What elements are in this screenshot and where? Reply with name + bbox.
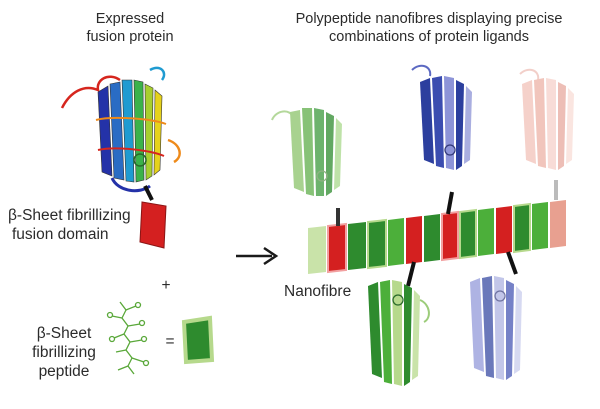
peptide-block-icon [181, 315, 215, 365]
peptide-icon [106, 301, 150, 375]
expressed-line-2: fusion protein [86, 29, 174, 45]
equals-sign: = [165, 333, 175, 350]
green-protein-bottom-icon [368, 280, 430, 386]
display-line-1: Polypeptide nanofibres displaying precis… [295, 11, 563, 27]
linker-line [446, 191, 454, 215]
fusion-domain-line-2: fusion domain [12, 226, 109, 243]
peptide-line-2: fibrillizing [32, 344, 96, 361]
peptide-line-1: β-Sheet [36, 325, 92, 342]
green-protein-icon [271, 108, 342, 196]
blue-protein-bottom-icon [470, 276, 522, 380]
plus-sign: + [161, 277, 171, 294]
linker-line [406, 261, 416, 287]
pink-protein-icon [519, 68, 574, 170]
peptide-line-3: peptide [38, 363, 90, 380]
nanofibre-display-heading: Polypeptide nanofibres displaying precis… [264, 10, 594, 46]
fusion-domain-label: β-Sheet fibrillizing fusion domain [8, 206, 178, 244]
linker-line [143, 185, 154, 201]
fusion-domain-icon [139, 201, 167, 249]
nanofibre-icon [308, 200, 566, 274]
fusion-domain-line-1: β-Sheet fibrillizing [8, 207, 131, 224]
peptide-label: β-Sheet fibrillizing peptide [24, 324, 104, 381]
expressed-line-1: Expressed [95, 11, 165, 27]
linker-line [506, 251, 518, 275]
fusion-protein-icon [60, 66, 181, 193]
nanofibre-label: Nanofibre [284, 283, 352, 300]
process-arrow-icon [236, 246, 279, 266]
blue-protein-icon [411, 64, 472, 170]
expressed-fusion-protein-label: Expressed fusion protein [60, 10, 200, 46]
display-line-2: combinations of protein ligands [329, 29, 529, 45]
